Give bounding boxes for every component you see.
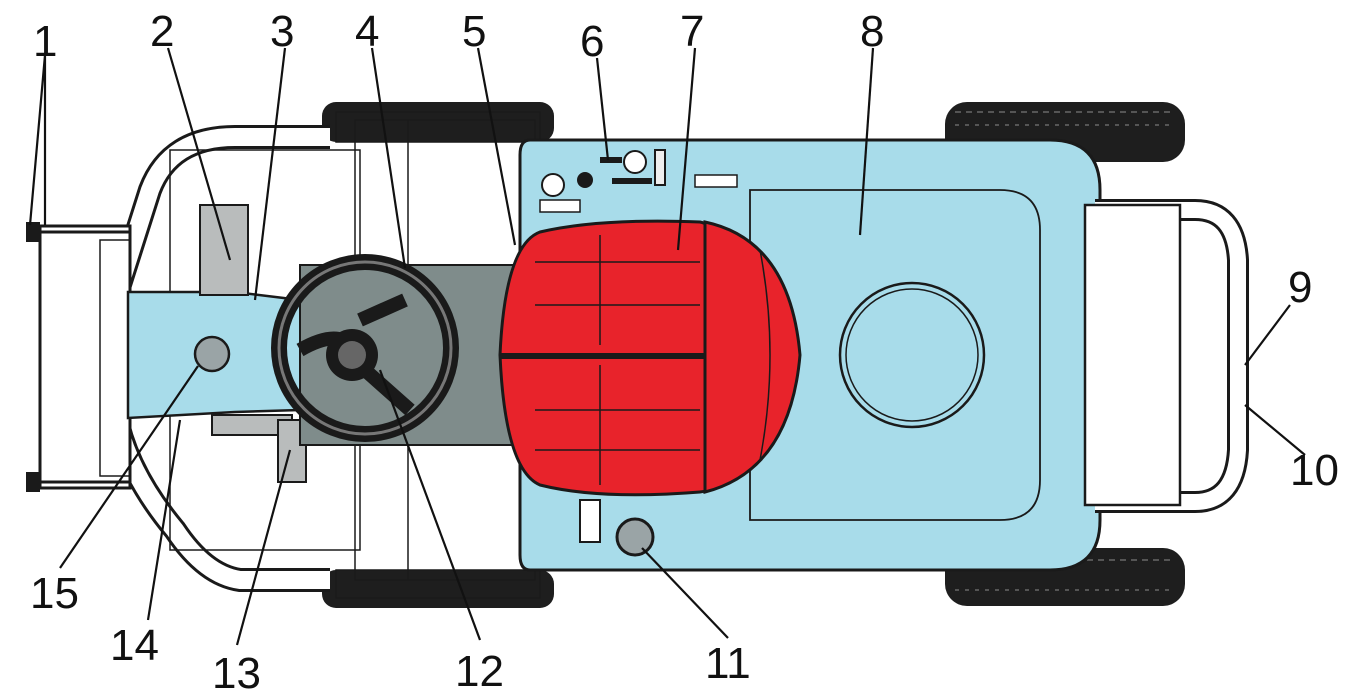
- callout-2: 2: [150, 7, 174, 56]
- dashboard-controls: [539, 149, 738, 213]
- steering-wheel: [271, 254, 459, 442]
- side-switch: [579, 499, 601, 543]
- seat: [498, 219, 802, 497]
- callout-5: 5: [462, 7, 486, 56]
- front-tire-bottom: [322, 569, 554, 608]
- callout-6: 6: [580, 17, 604, 66]
- rear-hatch: [838, 281, 986, 429]
- front-light: [193, 335, 231, 373]
- callout-9: 9: [1288, 263, 1312, 312]
- leader-lines: [28, 47, 1306, 646]
- callout-15: 15: [30, 569, 79, 618]
- callout-3: 3: [270, 7, 294, 56]
- callout-12: 12: [455, 647, 504, 691]
- front-attachment-plate: [26, 222, 132, 492]
- callout-10: 10: [1290, 446, 1339, 495]
- front-tire-top: [322, 102, 554, 143]
- rear-bumper: [1083, 199, 1249, 513]
- callout-13: 13: [212, 649, 261, 691]
- left-bracket-upper: [199, 204, 249, 296]
- callout-1: 1: [33, 17, 57, 66]
- callout-11: 11: [705, 639, 751, 688]
- callout-4: 4: [355, 7, 379, 56]
- callout-7: 7: [680, 7, 704, 56]
- callout-14: 14: [110, 621, 159, 670]
- callout-labels: 1 2 3 4 5 6 7 8 9 10 11 12 13 14 15: [30, 7, 1339, 691]
- callout-8: 8: [860, 7, 884, 56]
- fuel-cap: [615, 517, 655, 557]
